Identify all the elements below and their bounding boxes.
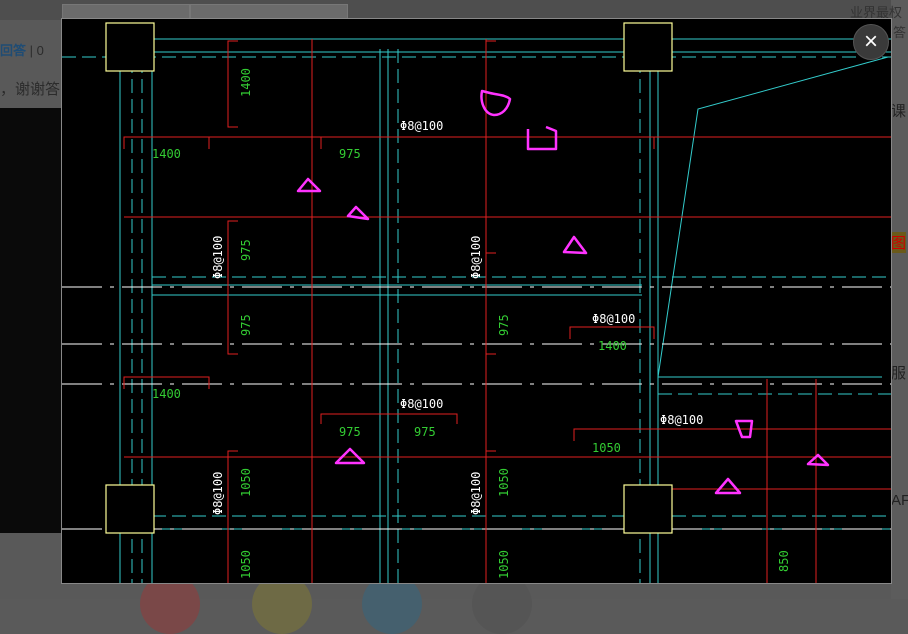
axis-lines xyxy=(62,286,891,530)
markup-mark xyxy=(334,447,366,465)
rebar-label: Φ8@100 xyxy=(211,472,225,515)
background-thanks-text: ，谢谢答 xyxy=(0,81,61,98)
rebar-label: Φ8@100 xyxy=(400,397,443,411)
share-button[interactable] xyxy=(362,574,422,634)
background-right-label: 服 xyxy=(891,365,907,382)
close-button[interactable]: × xyxy=(853,24,889,60)
favorite-button[interactable] xyxy=(252,574,312,634)
markup-mark xyxy=(526,125,558,151)
rebar-lines xyxy=(123,39,891,583)
close-icon: × xyxy=(863,28,878,55)
dimension-label: 1050 xyxy=(239,468,253,497)
dimension-label: 975 xyxy=(339,147,361,161)
dimension-label: 975 xyxy=(414,425,436,439)
like-button[interactable] xyxy=(140,574,200,634)
rebar-labels: Φ8@100 Φ8@100 Φ8@100 Φ8@100 Φ8@100 Φ8@10… xyxy=(211,119,703,515)
column xyxy=(105,484,155,534)
markup-mark xyxy=(480,89,512,117)
column xyxy=(623,22,673,72)
dimension-label: 1400 xyxy=(152,147,181,161)
markup-marks xyxy=(296,89,830,495)
dimension-label: 975 xyxy=(239,239,253,261)
background-thumbnail xyxy=(0,108,62,533)
background-right-badge: 图 xyxy=(891,232,907,253)
dimension-label: 1400 xyxy=(239,68,253,97)
markup-mark xyxy=(734,419,754,439)
dimension-label: 850 xyxy=(777,550,791,572)
dimension-label: 1050 xyxy=(497,550,511,579)
markup-mark xyxy=(296,177,322,193)
dimension-label: 1400 xyxy=(598,339,627,353)
rebar-label: Φ8@100 xyxy=(592,312,635,326)
dimension-label: 975 xyxy=(239,314,253,336)
column xyxy=(623,484,673,534)
background-right-column: 课 图 服 AF xyxy=(891,0,908,599)
rebar-label: Φ8@100 xyxy=(660,413,703,427)
markup-mark xyxy=(562,235,588,255)
dimension-label: 975 xyxy=(497,314,511,336)
dimension-labels: 1400 975 1400 975 975 1400 1050 1400 975… xyxy=(152,68,791,579)
image-lightbox: Φ8@100 Φ8@100 Φ8@100 Φ8@100 Φ8@100 Φ8@10… xyxy=(62,19,891,583)
markup-mark xyxy=(346,205,370,221)
dimension-label: 1050 xyxy=(497,468,511,497)
background-answer-link[interactable]: 回答 xyxy=(0,43,27,58)
dimension-label: 1400 xyxy=(152,387,181,401)
background-answer-count: 回答 | 0 xyxy=(0,40,44,59)
dimension-label: 975 xyxy=(339,425,361,439)
markup-mark xyxy=(714,477,742,495)
rebar-label: Φ8@100 xyxy=(469,236,483,279)
dimension-label: 1050 xyxy=(239,550,253,579)
background-right-label: AF xyxy=(891,492,908,509)
column xyxy=(105,22,155,72)
more-button[interactable] xyxy=(472,574,532,634)
dimension-label: 1050 xyxy=(592,441,621,455)
columns xyxy=(105,22,673,534)
background-answer-sep: | 0 xyxy=(26,43,44,58)
background-header-text: 业界最权 xyxy=(850,5,903,20)
rebar-label: Φ8@100 xyxy=(469,472,483,515)
cad-drawing: Φ8@100 Φ8@100 Φ8@100 Φ8@100 Φ8@100 Φ8@10… xyxy=(62,19,891,583)
background-header-text: 答 xyxy=(893,25,907,40)
rebar-label: Φ8@100 xyxy=(211,236,225,279)
markup-mark xyxy=(806,453,830,467)
background-right-label: 课 xyxy=(891,103,907,120)
rebar-label: Φ8@100 xyxy=(400,119,443,133)
